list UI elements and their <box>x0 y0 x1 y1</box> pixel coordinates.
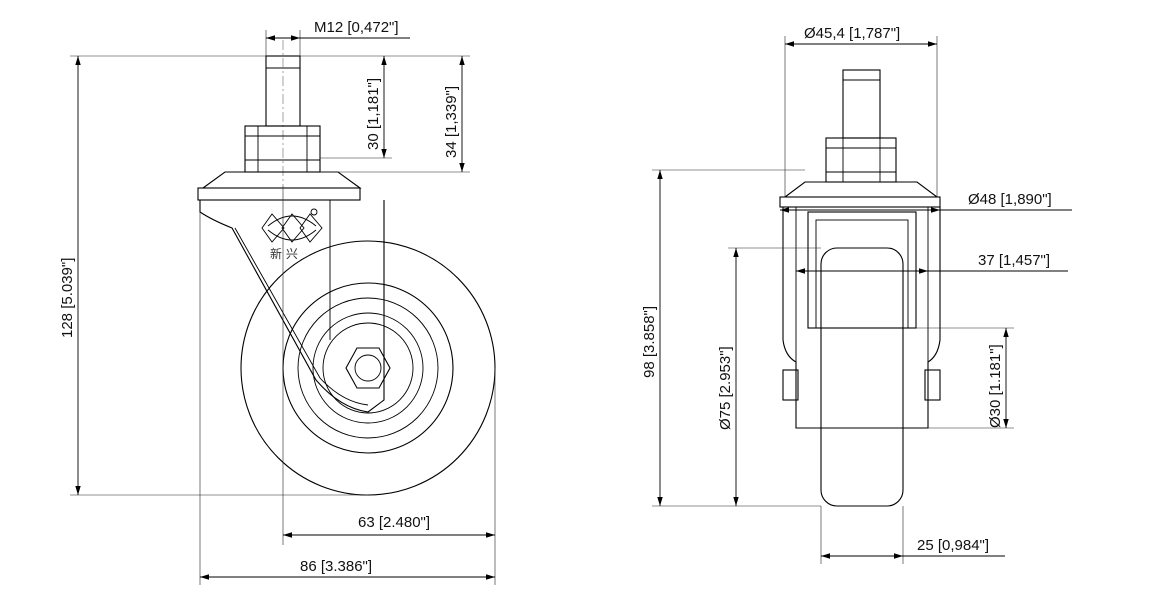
axle-nut <box>345 347 391 389</box>
dim-stem-total: 34 [1,339"] <box>320 55 470 173</box>
dim-overall-height-label: 128 [5.039"] <box>59 258 76 338</box>
dim-wheel-width-label: 25 [0,984"] <box>917 537 989 554</box>
front-view: Ø45,4 [1,787"] Ø48 [1,890"] 37 [1,457"] … <box>641 25 1072 564</box>
dim-hub-diameter-label: Ø30 [1.181"] <box>987 344 1004 428</box>
dim-thread-length: 30 [1,181"] <box>300 55 392 159</box>
dim-plate-diameter-label: Ø48 [1,890"] <box>968 191 1052 208</box>
brand-logo: 新 兴 <box>261 208 323 261</box>
dim-fork-inner-width-label: 37 [1,457"] <box>978 252 1050 269</box>
logo-characters: 新 兴 <box>270 246 298 261</box>
front-wheel <box>808 247 916 507</box>
dim-offset: 63 [2.480"] <box>282 186 496 585</box>
dim-fork-inner-width: 37 [1,457"] <box>796 252 1068 274</box>
dim-hub-diameter: Ø30 [1.181"] <box>916 327 1014 429</box>
side-fork <box>199 200 385 413</box>
dim-thread-label: M12 [0,472"] <box>314 19 399 36</box>
dim-thread: M12 [0,472"] <box>265 19 410 56</box>
dim-overall-width: 86 [3.386"] <box>199 212 495 585</box>
front-fork <box>782 207 941 429</box>
side-wheel <box>240 240 496 496</box>
front-top-plate <box>779 181 941 208</box>
dim-thread-length-label: 30 [1,181"] <box>365 78 382 150</box>
dim-wheel-diameter-label: Ø75 [2.953"] <box>717 346 734 430</box>
dim-front-height-label: 98 [3.858"] <box>641 306 658 378</box>
side-stem <box>244 40 321 186</box>
dim-stem-total-label: 34 [1,339"] <box>443 86 460 158</box>
dim-nut-diameter-label: Ø45,4 [1,787"] <box>804 25 900 42</box>
side-view: 新 兴 M12 [0,472"] 30 [1,181"] 34 [1,339"] <box>59 19 496 585</box>
dim-wheel-width: 25 [0,984"] <box>820 506 1005 564</box>
front-stem <box>825 69 897 183</box>
side-top-plate <box>197 171 362 201</box>
dim-overall-width-label: 86 [3.386"] <box>300 558 372 575</box>
dim-offset-label: 63 [2.480"] <box>358 514 430 531</box>
dim-plate-diameter: Ø48 [1,890"] <box>780 191 1072 213</box>
dim-overall-height: 128 [5.039"] <box>59 55 368 496</box>
dim-wheel-diameter: Ø75 [2.953"] <box>717 247 821 506</box>
dim-front-height: 98 [3.858"] <box>641 169 821 507</box>
dim-nut-diameter: Ø45,4 [1,787"] <box>784 25 938 197</box>
